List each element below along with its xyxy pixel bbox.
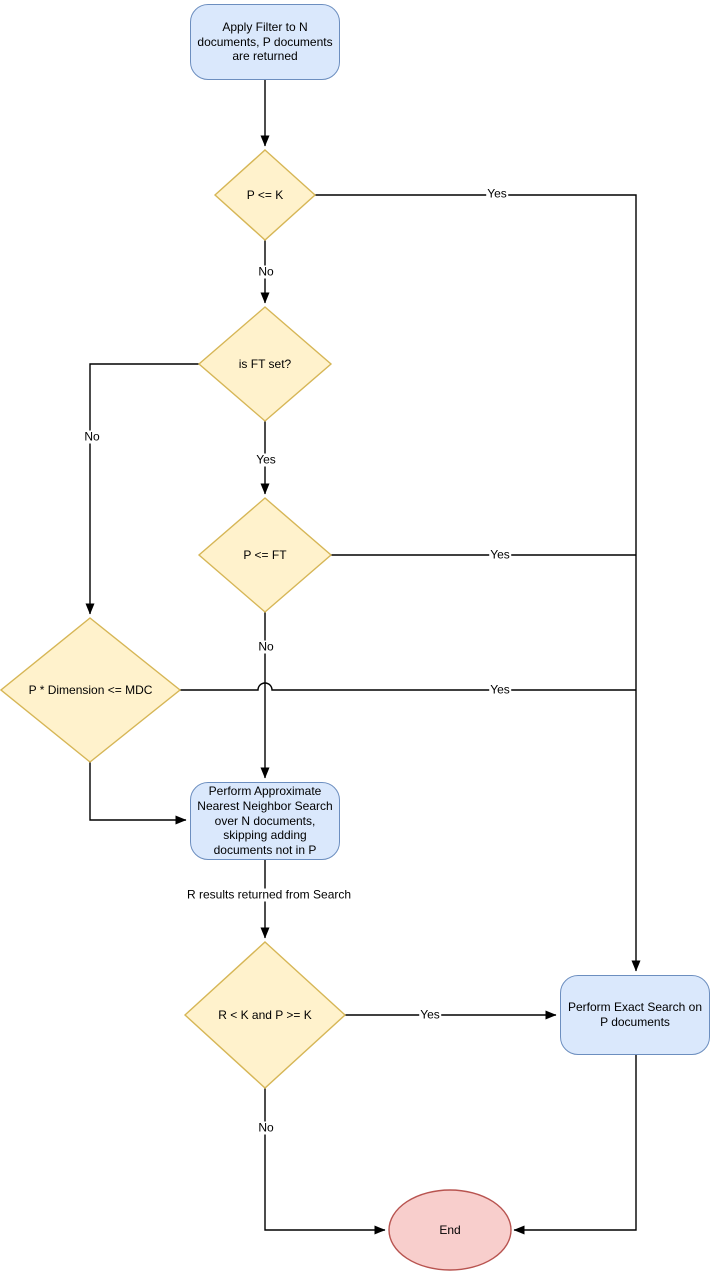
edge-mdc-no-to-ann (89, 762, 187, 825)
decision-p-le-ft-shape (197, 497, 333, 613)
decision-r-lt-k-shape (183, 941, 347, 1089)
edge-label-p-le-k-no: No (257, 264, 275, 279)
edge-label-mdc-yes: Yes (489, 682, 511, 697)
node-apply-filter: Apply Filter to N documents, P documents… (190, 4, 340, 80)
edge-r-lt-k-no-to-end (264, 1088, 386, 1235)
edge-label-ann-result: R results returned from Search (185, 887, 353, 902)
edge-label-is-ft-no: No (83, 429, 101, 444)
decision-is-ft-set-shape (197, 306, 333, 422)
node-ann-search: Perform Approximate Nearest Neighbor Sea… (190, 782, 340, 860)
edge-label-is-ft-yes: Yes (255, 452, 277, 467)
edge-exact-search-to-end (513, 1055, 637, 1235)
end-terminator-shape (388, 1189, 512, 1271)
node-ann-search-label: Perform Approximate Nearest Neighbor Sea… (197, 784, 333, 857)
edge-label-r-lt-k-yes: Yes (419, 1007, 441, 1022)
edge-label-p-le-ft-no: No (257, 639, 275, 654)
edge-label-p-le-ft-yes: Yes (489, 547, 511, 562)
edge-is-ft-no-to-mdc (85, 363, 199, 615)
decision-p-dim-mdc-shape (0, 617, 182, 763)
edge-mdc-yes-to-trunk (180, 682, 636, 691)
decision-p-le-k-shape (213, 149, 317, 241)
edge-p-le-k-yes-to-exact-search (315, 194, 641, 972)
edge-label-r-lt-k-no: No (257, 1120, 275, 1135)
node-apply-filter-label: Apply Filter to N documents, P documents… (197, 20, 333, 64)
node-exact-search-label: Perform Exact Search on P documents (567, 1000, 703, 1029)
edge-label-p-le-k-yes: Yes (486, 186, 508, 201)
node-exact-search: Perform Exact Search on P documents (560, 975, 710, 1055)
